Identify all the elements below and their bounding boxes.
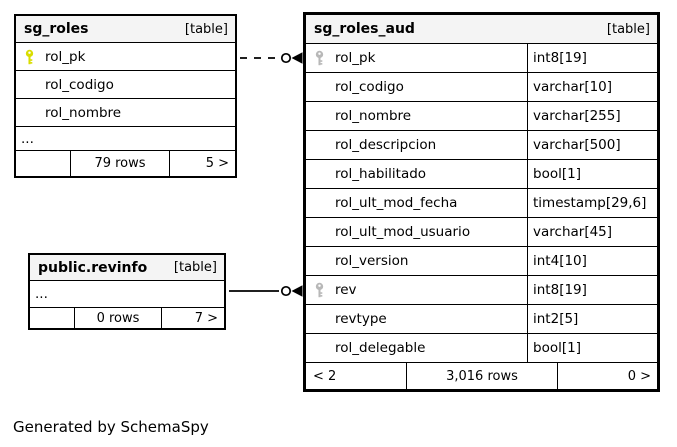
column-type: int2[5] <box>527 305 657 333</box>
table-sg-roles-aud[interactable]: sg_roles_aud [table] rol_pk int8[19] rol… <box>303 12 660 392</box>
table-row: rol_descripcion varchar[500] <box>306 131 657 160</box>
column-name: rol_descripcion <box>335 137 437 153</box>
table-title[interactable]: sg_roles_aud <box>314 21 415 37</box>
column-name: rol_version <box>335 253 409 269</box>
footer-row-count: 3,016 rows <box>406 363 558 389</box>
table-row: rol_codigo <box>16 71 235 99</box>
table-title[interactable]: public.revinfo <box>38 259 148 276</box>
column-name: rol_pk <box>335 50 376 66</box>
table-row: rol_codigo varchar[10] <box>306 73 657 102</box>
primary-key-icon <box>24 49 35 64</box>
column-type: int4[10] <box>527 247 657 275</box>
column-name: rol_codigo <box>335 79 404 95</box>
column-type: bool[1] <box>527 334 657 362</box>
footer-parent-count: < 2 <box>313 368 337 384</box>
column-name: rol_delegable <box>335 340 426 356</box>
column-name: rev <box>335 282 357 298</box>
table-row: rol_pk <box>16 43 235 71</box>
table-row: rol_ult_mod_fecha timestamp[29,6] <box>306 189 657 218</box>
key-icon <box>314 282 325 298</box>
table-type-tag: [table] <box>184 21 228 37</box>
table-type-tag: [table] <box>173 260 217 275</box>
table-title[interactable]: sg_roles <box>24 21 89 37</box>
table-row: rol_pk int8[19] <box>306 44 657 73</box>
generated-by-note: Generated by SchemaSpy <box>13 418 209 436</box>
key-icon <box>314 50 325 66</box>
column-name: rol_codigo <box>45 76 114 93</box>
footer-row-count: 79 rows <box>70 151 170 176</box>
table-public-revinfo[interactable]: public.revinfo [table] ... 0 rows 7 > <box>28 253 226 330</box>
column-name: rol_ult_mod_usuario <box>335 224 471 240</box>
column-type: timestamp[29,6] <box>527 189 657 217</box>
column-name: revtype <box>335 311 387 327</box>
table-type-tag: [table] <box>606 21 650 37</box>
footer-child-count: 0 > <box>627 368 651 384</box>
column-name: rol_ult_mod_fecha <box>335 195 458 211</box>
table-footer: 0 rows 7 > <box>30 308 224 328</box>
column-type: varchar[255] <box>527 102 657 130</box>
column-type: varchar[500] <box>527 131 657 159</box>
footer-child-count: 7 > <box>194 310 218 326</box>
table-footer: 79 rows 5 > <box>16 151 235 176</box>
table-row-ellipsis: ... <box>30 281 224 308</box>
column-name: rol_pk <box>45 48 86 65</box>
table-header[interactable]: public.revinfo [table] <box>30 255 224 281</box>
column-type: bool[1] <box>527 160 657 188</box>
table-footer: < 2 3,016 rows 0 > <box>306 363 657 389</box>
column-type: varchar[45] <box>527 218 657 246</box>
column-name: ... <box>35 286 48 302</box>
column-name: rol_nombre <box>335 108 412 124</box>
table-header[interactable]: sg_roles_aud [table] <box>306 15 657 44</box>
column-type: varchar[10] <box>527 73 657 101</box>
table-row: rol_nombre <box>16 99 235 127</box>
footer-child-count: 5 > <box>205 156 229 171</box>
column-name: ... <box>21 130 34 147</box>
table-row: revtype int2[5] <box>306 305 657 334</box>
table-row-ellipsis: ... <box>16 127 235 151</box>
table-row: rol_ult_mod_usuario varchar[45] <box>306 218 657 247</box>
table-row: rol_version int4[10] <box>306 247 657 276</box>
footer-parent-count <box>16 151 70 176</box>
table-sg-roles[interactable]: sg_roles [table] rol_pk rol_codigo rol_n… <box>14 14 237 178</box>
relationship-revinfo-rev <box>229 285 303 297</box>
table-row: rol_nombre varchar[255] <box>306 102 657 131</box>
table-row: rol_delegable bool[1] <box>306 334 657 363</box>
column-type: int8[19] <box>527 276 657 304</box>
column-name: rol_nombre <box>45 104 122 121</box>
table-header[interactable]: sg_roles [table] <box>16 16 235 43</box>
footer-row-count: 0 rows <box>74 308 162 328</box>
column-name: rol_habilitado <box>335 166 427 182</box>
column-type: int8[19] <box>527 44 657 72</box>
table-row: rol_habilitado bool[1] <box>306 160 657 189</box>
relationship-sg-roles-rol-pk <box>240 52 303 64</box>
table-row: rev int8[19] <box>306 276 657 305</box>
footer-parent-count <box>30 308 74 328</box>
